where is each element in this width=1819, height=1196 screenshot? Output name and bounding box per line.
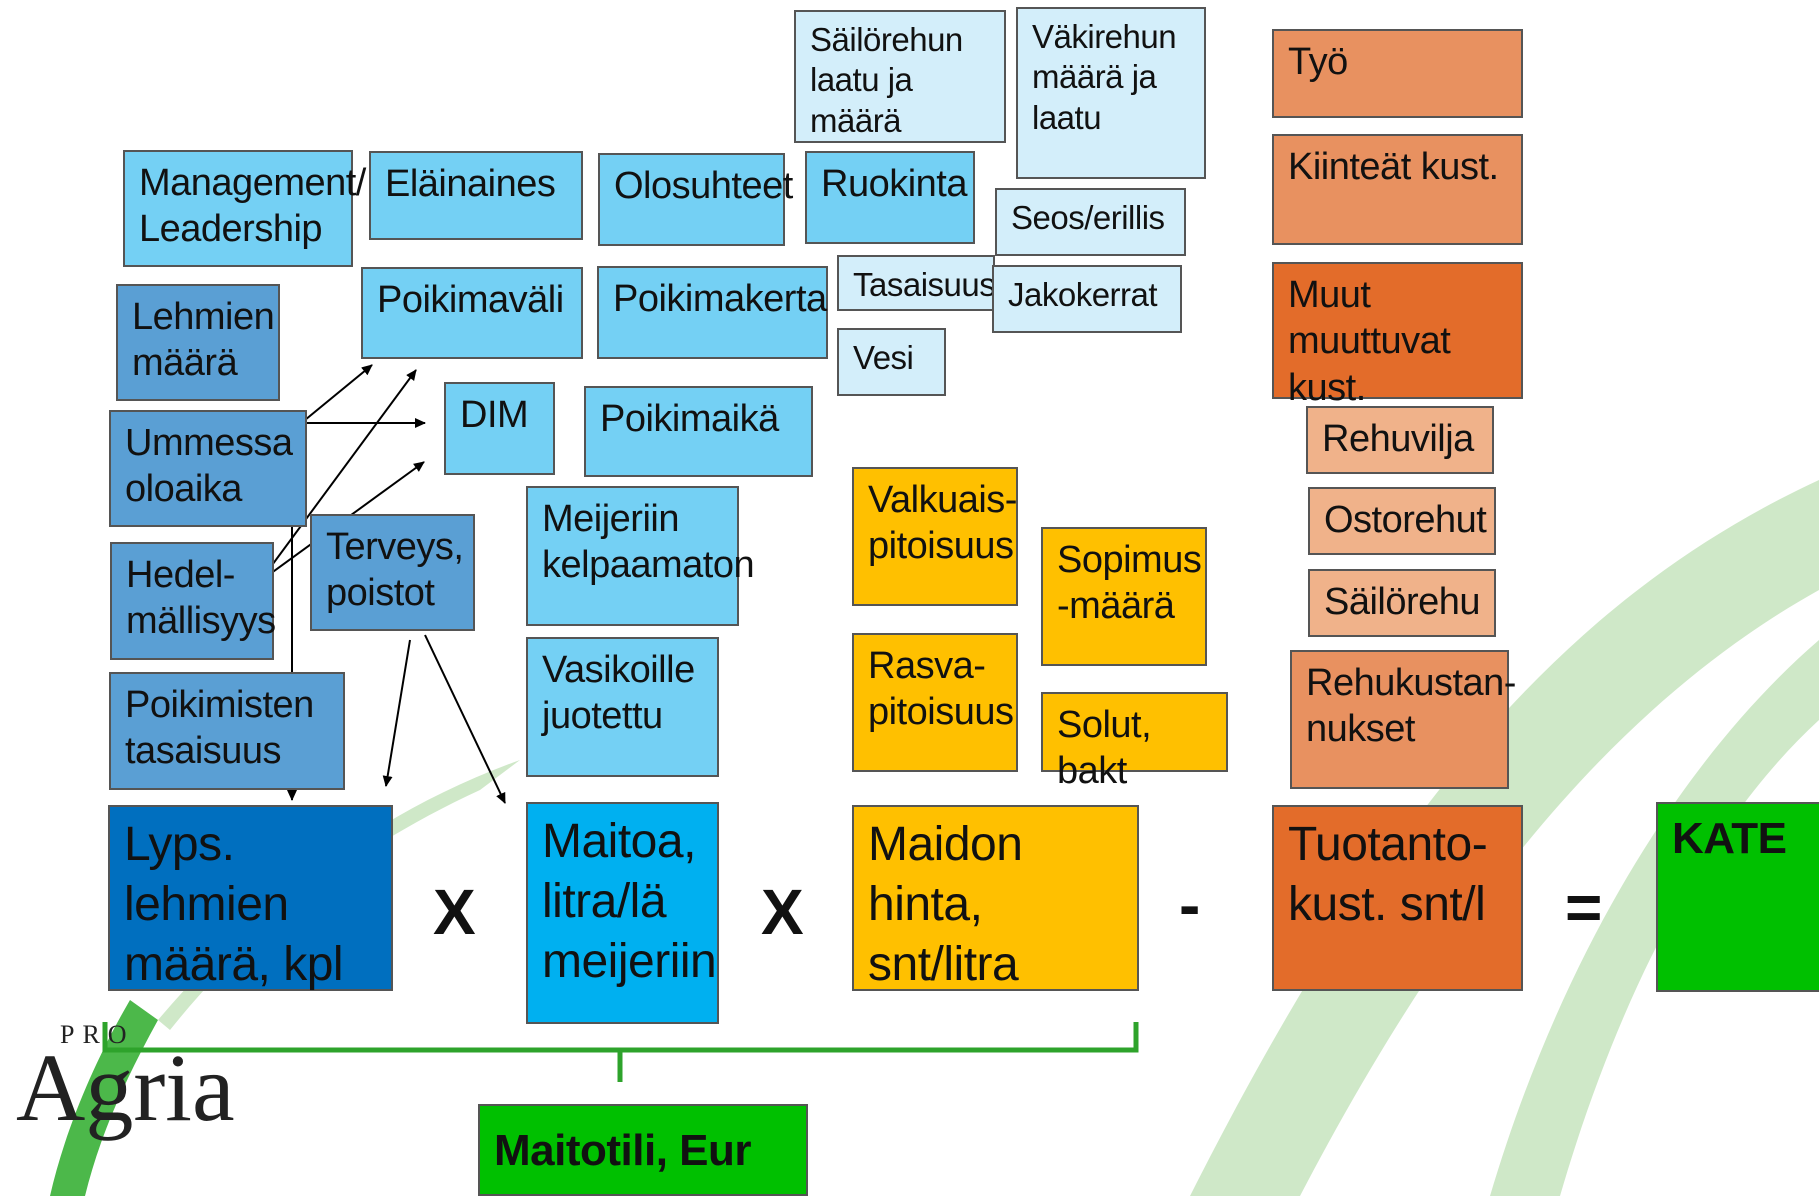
lehmien-maara-box: Lehmien määrä <box>116 284 280 401</box>
lyps-lehmien-maara-box: Lyps. lehmien määrä, kpl <box>108 805 393 991</box>
kate-box: KATE <box>1656 802 1819 992</box>
valkuaispitoisuus-box: Valkuais- pitoisuus <box>852 467 1018 606</box>
ummessa-oloaika-box: Ummessa oloaika <box>109 410 307 527</box>
times-operator-2: X <box>761 876 804 948</box>
kiinteat-kust-box: Kiinteät kust. <box>1272 134 1523 245</box>
times-operator-1: X <box>433 876 476 948</box>
sailorehu-box: Säilörehu <box>1308 569 1496 637</box>
vakirehun-maara-box: Väkirehun määrä ja laatu <box>1016 7 1206 179</box>
maitotili-bracket <box>102 1022 1139 1082</box>
sailorehun-laatu-box: Säilörehun laatu ja määrä <box>794 10 1006 143</box>
arrow-ummessa-to-poikimavali <box>304 364 373 421</box>
arrow-terveys-to-lyps <box>382 639 411 787</box>
maitoa-litra-box: Maitoa, litra/lä meijeriin <box>526 802 719 1024</box>
tyo-box: Työ <box>1272 29 1523 118</box>
meijeriin-kelpaamaton-box: Meijeriin kelpaamaton <box>526 486 755 626</box>
arrow-hedelmallisyys-to-poikimavali <box>249 369 417 596</box>
tuotantokust-box: Tuotanto- kust. snt/l <box>1272 805 1523 991</box>
olosuhteet-box: Olosuhteet <box>598 153 793 246</box>
rasvapitoisuus-box: Rasva- pitoisuus <box>852 633 1018 772</box>
minus-operator: - <box>1179 869 1201 941</box>
ostorehut-box: Ostorehut <box>1308 487 1496 555</box>
logo-pro-text: PRO <box>60 1020 135 1049</box>
maidon-hinta-box: Maidon hinta, snt/litra <box>852 805 1139 991</box>
arrow-terveys-to-maitoa <box>424 634 506 804</box>
muut-muuttuvat-kust-box: Muut muuttuvat kust. <box>1272 262 1523 409</box>
solut-bakt-box: Solut, bakt <box>1041 692 1228 792</box>
rehuvilja-box: Rehuvilja <box>1306 406 1494 474</box>
management-leadership-box: Management/ Leadership <box>123 150 366 267</box>
poikimisten-tasaisuus-box: Poikimisten tasaisuus <box>109 672 345 790</box>
seos-erillis-box: Seos/erillis <box>995 188 1186 256</box>
rehukustannukset-box: Rehukustan- nukset <box>1290 650 1516 789</box>
dim-box: DIM <box>444 382 555 475</box>
logo-agria-text: Agria <box>16 1034 235 1141</box>
sopimusmaara-box: Sopimus -määrä <box>1041 527 1207 666</box>
poikimavali-box: Poikimaväli <box>361 267 583 359</box>
equals-operator: = <box>1565 871 1603 943</box>
poikimakerta-box: Poikimakerta <box>597 266 828 359</box>
hedelmallisyys-box: Hedel- mällisyys <box>110 542 276 660</box>
vesi-box: Vesi <box>837 328 946 396</box>
poikimaika-box: Poikimaikä <box>584 386 813 477</box>
jakokerrat-box: Jakokerrat <box>992 265 1182 333</box>
terveys-poistot-box: Terveys, poistot <box>310 514 475 631</box>
tasaisuus-box: Tasaisuus <box>837 255 996 311</box>
elainaines-box: Eläinaines <box>369 151 583 240</box>
maitotili-box: Maitotili, Eur <box>478 1104 808 1196</box>
ruokinta-box: Ruokinta <box>805 151 975 244</box>
vasikoille-juotettu-box: Vasikoille juotettu <box>526 637 719 777</box>
